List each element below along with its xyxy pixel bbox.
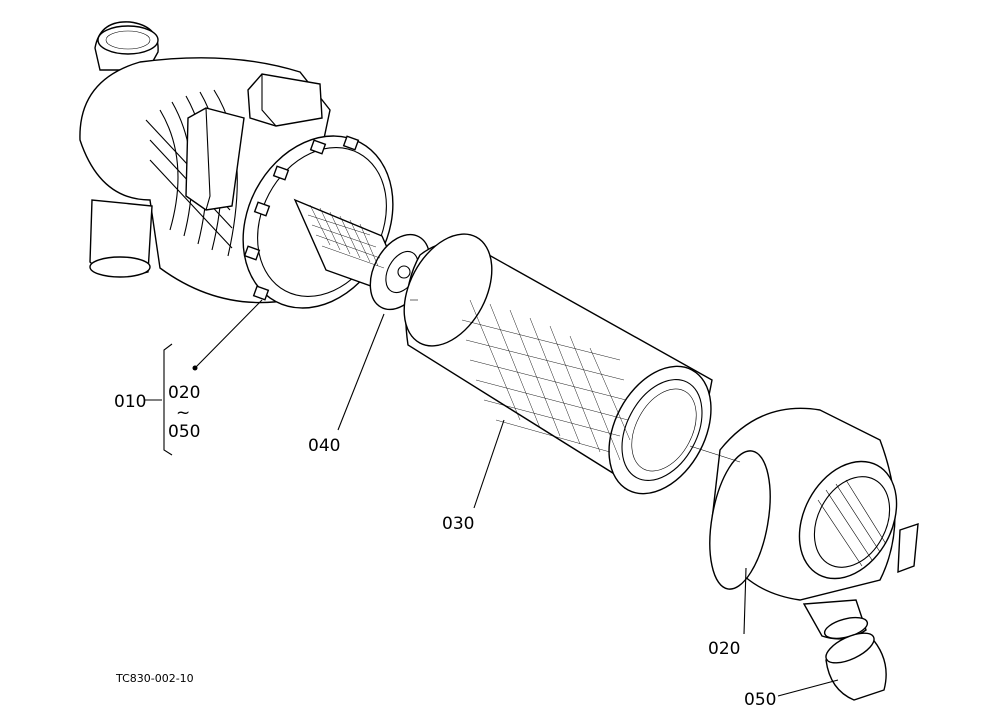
label-range-start: 020: [168, 383, 200, 403]
end-cover: [709, 407, 919, 640]
evacuator-valve: [825, 632, 887, 701]
leader-lines: [145, 299, 839, 697]
label-range-end: 050: [168, 422, 200, 442]
main-filter-element: [403, 233, 713, 495]
label-040: 040: [308, 436, 340, 456]
label-050: 050: [744, 690, 776, 710]
drawing-code: TC830-002-10: [115, 672, 194, 685]
label-010: 010: [114, 392, 146, 412]
label-020: 020: [708, 639, 740, 659]
label-range-sep: ~: [176, 403, 190, 423]
callout-labels: 010 020 ~ 050 040 030 020 050 TC830-002-…: [114, 383, 776, 710]
leader-dot: [192, 365, 198, 371]
label-030: 030: [442, 514, 474, 534]
center-lines: [410, 299, 741, 463]
